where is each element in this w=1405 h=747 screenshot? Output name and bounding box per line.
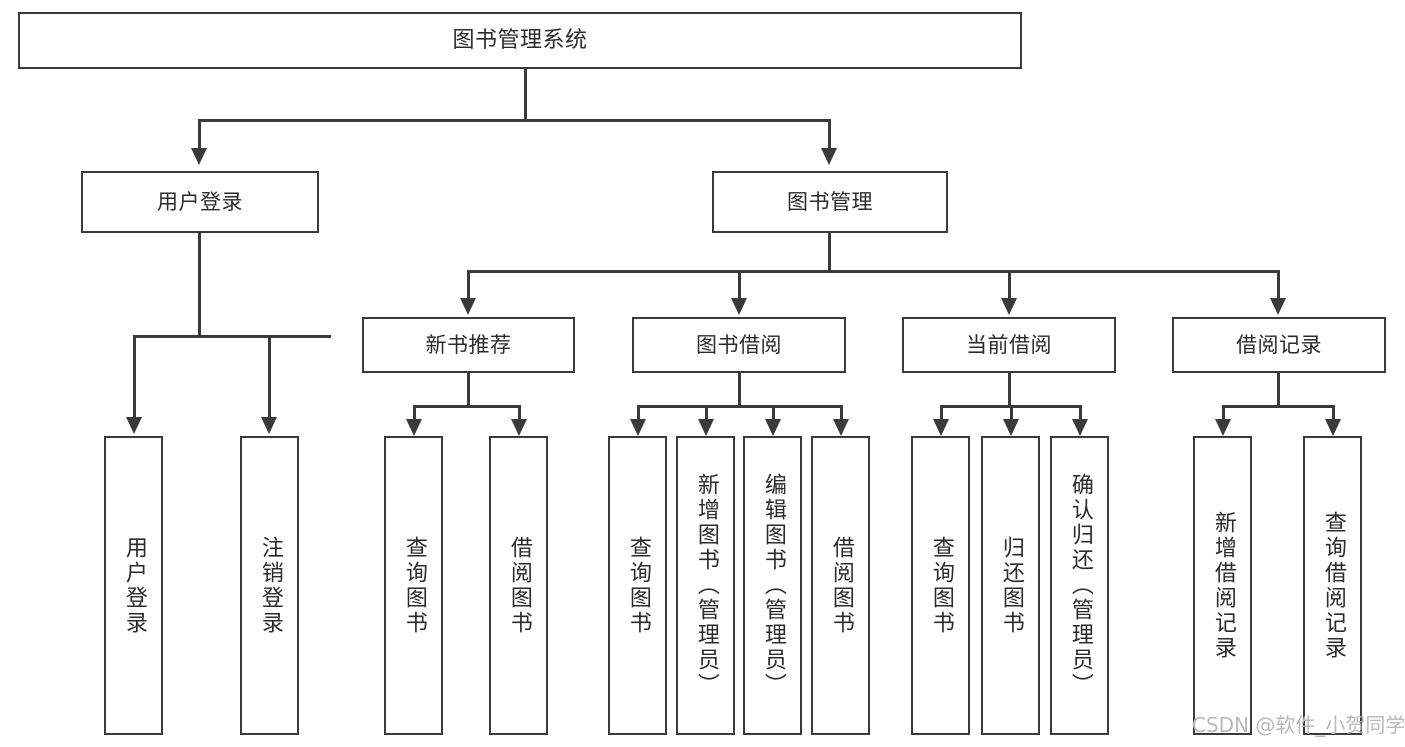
- node-label: 查询借阅记录: [1320, 510, 1346, 661]
- arrowhead-nbr-to-leaf-2: [511, 419, 527, 436]
- connector-book-manage-trunk: [828, 233, 831, 272]
- leaf-br-add-record[interactable]: 新增借阅记录: [1193, 436, 1252, 735]
- leaf-bb-borrow-book[interactable]: 借阅图书: [811, 436, 870, 735]
- connector-user-login-trunk: [198, 233, 201, 337]
- node-label: 新增图书（管理员）: [693, 473, 719, 698]
- connector-br-to-leaf-1: [1222, 405, 1225, 421]
- connector-br-trunk: [1277, 373, 1280, 407]
- arrowhead-br-to-leaf-1: [1215, 419, 1231, 436]
- connector-root-to-user-login: [198, 119, 201, 150]
- node-current-borrow[interactable]: 当前借阅: [902, 317, 1116, 373]
- node-label: 查询图书: [625, 535, 651, 636]
- arrowhead-user-login-to-leaf-2: [261, 417, 277, 434]
- connector-bm-to-borrow-record: [1277, 270, 1280, 300]
- node-label: 新书推荐: [425, 332, 512, 357]
- leaf-br-query-record[interactable]: 查询借阅记录: [1303, 436, 1362, 735]
- connector-user-login-to-leaf-1: [133, 335, 136, 419]
- leaf-bb-edit-book-admin[interactable]: 编辑图书（管理员）: [743, 436, 802, 735]
- leaf-bb-add-book-admin[interactable]: 新增图书（管理员）: [676, 436, 735, 735]
- connector-user-login-bus: [133, 335, 331, 338]
- connector-bb-to-leaf-3: [772, 405, 775, 421]
- arrowhead-bm-to-current-borrow: [1001, 298, 1017, 315]
- leaf-nbr-query-book[interactable]: 查询图书: [384, 436, 443, 735]
- connector-cb-trunk: [1008, 373, 1011, 407]
- node-book-manage[interactable]: 图书管理: [712, 171, 948, 233]
- connector-cb-to-leaf-3: [1079, 405, 1082, 421]
- connector-nbr-bus: [413, 405, 521, 408]
- node-label: 新增借阅记录: [1210, 510, 1236, 661]
- connector-bm-to-book-borrow: [738, 270, 741, 300]
- node-user-login[interactable]: 用户登录: [81, 171, 319, 233]
- arrowhead-cb-to-leaf-3: [1072, 419, 1088, 436]
- arrowhead-bm-to-borrow-record: [1270, 298, 1286, 315]
- leaf-bb-query-book[interactable]: 查询图书: [608, 436, 667, 735]
- node-label: 当前借阅: [966, 332, 1052, 357]
- leaf-cb-confirm-return-admin[interactable]: 确认归还（管理员）: [1050, 436, 1109, 735]
- connector-root-bus: [198, 119, 830, 122]
- arrowhead-cb-to-leaf-2: [1003, 419, 1019, 436]
- connector-user-login-to-leaf-2: [268, 335, 271, 419]
- arrowhead-cb-to-leaf-1: [933, 419, 949, 436]
- connector-bb-to-leaf-4: [840, 405, 843, 421]
- leaf-nbr-borrow-book[interactable]: 借阅图书: [489, 436, 548, 735]
- node-label: 查询图书: [401, 535, 427, 636]
- leaf-user-login[interactable]: 用户登录: [104, 436, 163, 735]
- node-label: 图书管理系统: [452, 27, 588, 53]
- node-label: 确认归还（管理员）: [1067, 473, 1093, 698]
- node-label: 借阅记录: [1236, 332, 1322, 357]
- node-borrow-record[interactable]: 借阅记录: [1172, 317, 1386, 373]
- connector-bb-to-leaf-2: [705, 405, 708, 421]
- node-root-system[interactable]: 图书管理系统: [18, 12, 1022, 69]
- node-label: 用户登录: [157, 189, 243, 214]
- node-label: 编辑图书（管理员）: [760, 473, 786, 698]
- node-label: 图书管理: [787, 189, 873, 214]
- arrowhead-bb-to-leaf-1: [630, 419, 646, 436]
- arrowhead-root-to-book-manage: [821, 148, 837, 165]
- connector-br-to-leaf-2: [1332, 405, 1335, 421]
- connector-cb-to-leaf-1: [940, 405, 943, 421]
- leaf-cb-return-book[interactable]: 归还图书: [981, 436, 1040, 735]
- connector-book-manage-bus: [467, 270, 1280, 273]
- connector-root-to-book-manage: [828, 119, 831, 150]
- connector-nbr-to-leaf-1: [413, 405, 416, 421]
- connector-bb-to-leaf-1: [637, 405, 640, 421]
- connector-nbr-to-leaf-2: [518, 405, 521, 421]
- arrowhead-bm-to-book-borrow: [731, 298, 747, 315]
- node-label: 用户登录: [121, 535, 147, 636]
- connector-bm-to-new-book: [467, 270, 470, 300]
- connector-bm-to-current-borrow: [1008, 270, 1011, 300]
- node-label: 借阅图书: [828, 535, 854, 636]
- node-label: 借阅图书: [506, 535, 532, 636]
- connector-nbr-trunk: [467, 373, 470, 407]
- leaf-logout[interactable]: 注销登录: [240, 436, 299, 735]
- node-new-book-recommend[interactable]: 新书推荐: [362, 317, 575, 373]
- arrowhead-nbr-to-leaf-1: [406, 419, 422, 436]
- arrowhead-bb-to-leaf-4: [833, 419, 849, 436]
- connector-br-bus: [1222, 405, 1335, 408]
- arrowhead-bm-to-new-book: [460, 298, 476, 315]
- arrowhead-br-to-leaf-2: [1325, 419, 1341, 436]
- arrowhead-root-to-user-login: [191, 148, 207, 165]
- node-label: 注销登录: [257, 535, 283, 636]
- connector-bb-bus: [637, 405, 842, 408]
- arrowhead-bb-to-leaf-2: [698, 419, 714, 436]
- connector-bb-trunk: [738, 373, 741, 407]
- node-label: 归还图书: [998, 535, 1024, 636]
- arrowhead-bb-to-leaf-3: [765, 419, 781, 436]
- node-label: 图书借阅: [696, 332, 782, 357]
- connector-cb-to-leaf-2: [1010, 405, 1013, 421]
- connector-root-trunk: [524, 69, 527, 121]
- arrowhead-user-login-to-leaf-1: [126, 417, 142, 434]
- node-book-borrow[interactable]: 图书借阅: [632, 317, 846, 373]
- leaf-cb-query-book[interactable]: 查询图书: [911, 436, 970, 735]
- node-label: 查询图书: [928, 535, 954, 636]
